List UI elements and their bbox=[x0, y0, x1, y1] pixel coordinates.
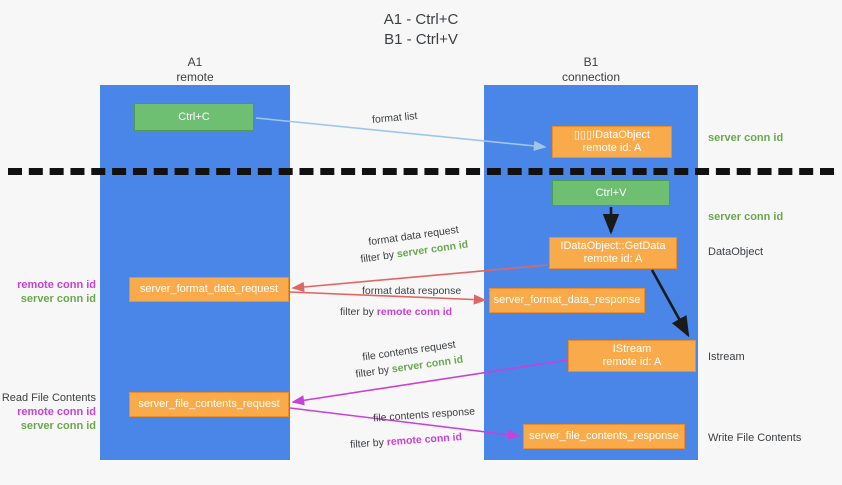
note-read-file-contents-group: Read File Contents remote conn id server… bbox=[0, 391, 96, 433]
page-title: A1 - Ctrl+C B1 - Ctrl+V bbox=[0, 10, 842, 50]
note-remote-conn-id: remote conn id bbox=[17, 406, 96, 418]
lane-header-a1: A1 remote bbox=[100, 55, 290, 85]
node-server-file-contents-request[interactable]: server_file_contents_request bbox=[129, 392, 289, 417]
filter-prefix: filter by bbox=[354, 363, 393, 381]
title-line-2: B1 - Ctrl+V bbox=[384, 31, 458, 48]
node-idataobject-subtitle: remote id: A bbox=[582, 142, 642, 154]
note-dataobject: DataObject bbox=[708, 246, 764, 258]
node-ctrl-c[interactable]: Ctrl+C bbox=[134, 103, 254, 131]
lane-header-b1: B1 connection bbox=[484, 55, 698, 85]
caption-format-list: format list bbox=[371, 110, 418, 126]
lane-header-b1-name: B1 bbox=[583, 55, 599, 69]
filter-prefix: filter by bbox=[349, 436, 388, 451]
node-istream[interactable]: IStream remote id: A bbox=[568, 340, 696, 372]
note-write-file-contents: Write File Contents bbox=[708, 432, 802, 444]
node-server-file-contents-request-label: server_file_contents_request bbox=[138, 398, 280, 410]
note-istream: Istream bbox=[708, 351, 745, 363]
note-format-conn-ids: remote conn id server conn id bbox=[0, 278, 96, 306]
filter-value-remote-conn-id: remote conn id bbox=[386, 431, 463, 449]
caption-file-contents-response-filter: filter by remote conn id bbox=[350, 430, 463, 452]
note-server-conn-id-top-label: server conn id bbox=[708, 132, 784, 144]
filter-prefix: filter by bbox=[340, 306, 377, 318]
node-server-file-contents-response[interactable]: server_file_contents_response bbox=[523, 424, 685, 449]
node-ctrl-v-label: Ctrl+V bbox=[595, 186, 627, 199]
node-idataobject-title: ▯▯▯IDataObject bbox=[573, 129, 651, 141]
node-server-format-data-request[interactable]: server_format_data_request bbox=[129, 277, 289, 302]
caption-format-data-response-filter: filter by remote conn id bbox=[340, 305, 452, 319]
caption-format-data-response: format data response bbox=[362, 285, 462, 297]
filter-value-remote-conn-id: remote conn id bbox=[376, 306, 453, 318]
node-istream-title: IStream bbox=[612, 343, 652, 355]
note-server-conn-id-mid: server conn id bbox=[708, 210, 783, 224]
lane-header-a1-name: A1 bbox=[187, 55, 203, 69]
node-istream-subtitle: remote id: A bbox=[602, 356, 662, 368]
node-server-format-data-response[interactable]: server_format_data_response bbox=[489, 288, 645, 313]
note-server-conn-id-top: server conn id bbox=[708, 131, 783, 145]
caption-file-contents-response: file contents response bbox=[372, 405, 476, 425]
node-getdata-subtitle: remote id: A bbox=[583, 253, 643, 265]
node-ctrl-c-label: Ctrl+C bbox=[178, 110, 210, 123]
note-server-conn-id-mid-label: server conn id bbox=[708, 211, 784, 223]
filter-prefix: filter by bbox=[359, 248, 398, 266]
note-read-file-contents: Read File Contents bbox=[1, 392, 96, 404]
node-getdata-title: IDataObject::GetData bbox=[560, 240, 666, 252]
node-idataobject-getdata[interactable]: IDataObject::GetData remote id: A bbox=[549, 237, 677, 269]
node-idataobject[interactable]: ▯▯▯IDataObject remote id: A bbox=[552, 126, 672, 158]
node-ctrl-v[interactable]: Ctrl+V bbox=[552, 180, 670, 206]
node-server-file-contents-response-label: server_file_contents_response bbox=[529, 430, 679, 442]
phase-divider bbox=[8, 168, 834, 175]
lane-header-b1-sub: connection bbox=[561, 70, 621, 84]
node-server-format-data-response-label: server_format_data_response bbox=[493, 294, 641, 306]
note-remote-conn-id: remote conn id bbox=[17, 279, 96, 291]
note-server-conn-id: server conn id bbox=[20, 293, 96, 305]
title-line-1: A1 - Ctrl+C bbox=[383, 11, 459, 28]
note-server-conn-id: server conn id bbox=[20, 420, 96, 432]
node-server-format-data-request-label: server_format_data_request bbox=[139, 283, 279, 295]
lane-header-a1-sub: remote bbox=[176, 70, 214, 84]
